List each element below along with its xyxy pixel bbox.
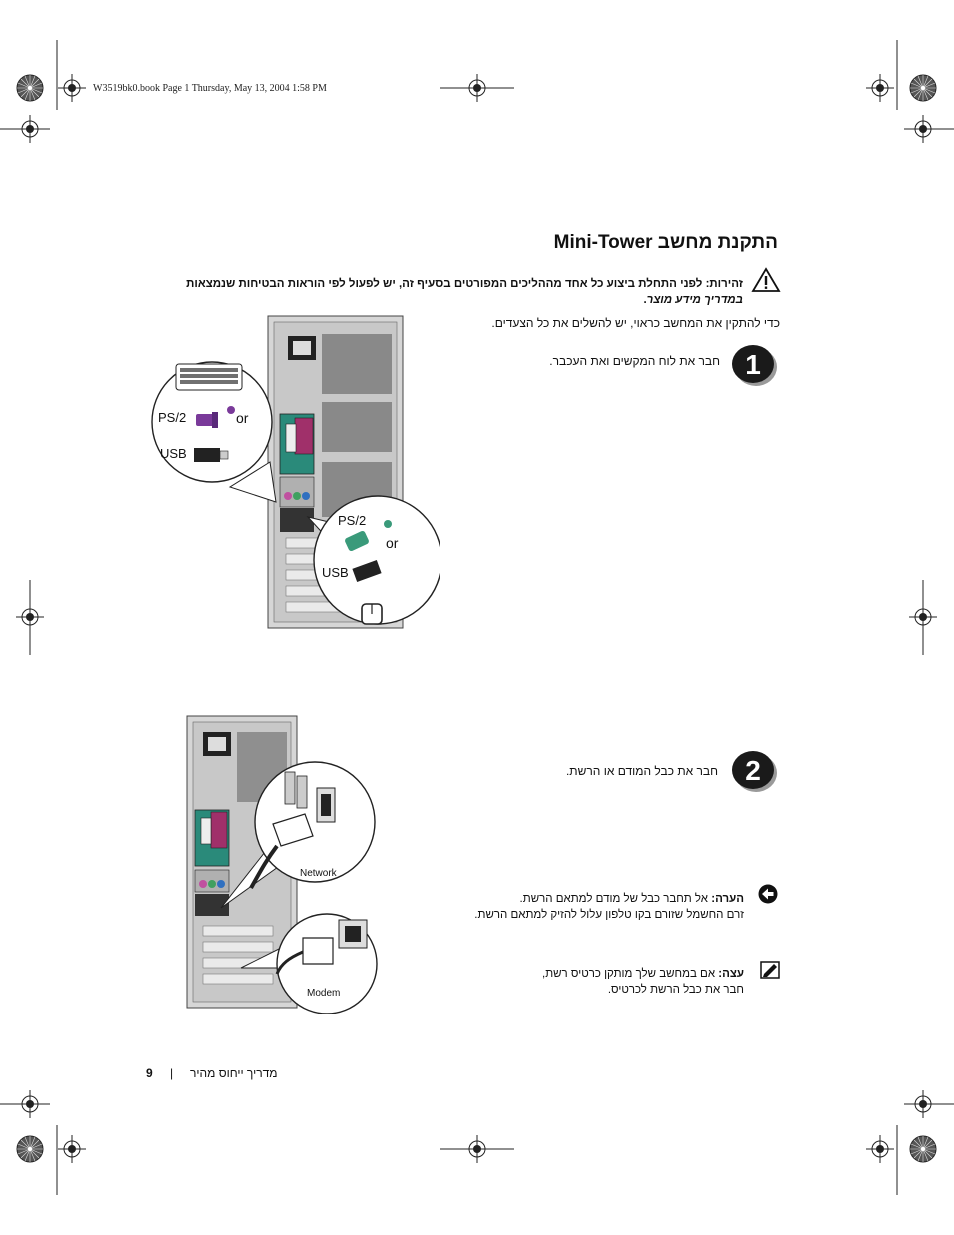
tip-label: עצה: (718, 968, 744, 980)
step-2-number: 2 (745, 755, 761, 786)
page-title: התקנת מחשב Mini-Tower (553, 232, 778, 253)
or-label-keyboard: or (236, 410, 249, 426)
notice-line-1: אל תחבר כבל של מודם למתאם הרשת. (519, 893, 709, 905)
step-2-text: חבר את כבל המודם או הרשת. (565, 764, 718, 778)
footer-guide-name: מדריך ייחוס מהיר (190, 1066, 278, 1080)
or-label-mouse: or (386, 535, 399, 551)
step-2-badge: 2 (732, 751, 777, 792)
notice-label: הערה: (711, 893, 744, 905)
warning-reference: במדריך מידע מוצר (646, 294, 743, 306)
book-print-line: W3519bk0.book Page 1 Thursday, May 13, 2… (93, 83, 327, 94)
step-1-badge: 1 (732, 345, 777, 386)
step-1-text: חבר את לוח המקשים ואת העכבר. (549, 354, 720, 368)
warning-icon (751, 267, 781, 292)
modem-label: Modem (307, 988, 340, 999)
usb-label-mouse: USB (322, 565, 349, 580)
tip-icon (760, 961, 780, 979)
usb-label-keyboard: USB (160, 446, 187, 461)
tip-line-2: חבר את כבל הרשת לכרטיס. (607, 984, 744, 996)
page-number: 9 (146, 1066, 153, 1080)
notice-line-2: זרם החשמל שזורם בקו טלפון עלול להזיק למת… (474, 909, 744, 921)
warning-text: זהירות: לפני התחלת ביצוע כל אחד מההליכים… (186, 278, 743, 306)
keyboard-mouse-illustration: PS/2 or USB PS/2 or USB (151, 315, 440, 629)
tip-text: עצה: אם במחשב שלך מותקן כרטיס רשת, חבר א… (424, 966, 744, 998)
network-modem-illustration: Network Modem (186, 715, 378, 1014)
warning-label: זהירות: (705, 278, 743, 290)
intro-text: כדי להתקין את המחשב כראוי, יש להשלים את … (491, 316, 780, 330)
ps2-label-mouse: PS/2 (338, 513, 366, 528)
warning-body: לפני התחלת ביצוע כל אחד מההליכים המפורטי… (186, 278, 703, 290)
network-label: Network (300, 868, 338, 879)
notice-text: הערה: אל תחבר כבל של מודם למתאם הרשת. זר… (424, 891, 744, 923)
footer-separator: | (170, 1066, 174, 1080)
notice-icon (758, 884, 778, 904)
ps2-label-keyboard: PS/2 (158, 410, 186, 425)
step-1-number: 1 (745, 349, 761, 380)
tip-line-1: אם במחשב שלך מותקן כרטיס רשת, (542, 968, 716, 980)
